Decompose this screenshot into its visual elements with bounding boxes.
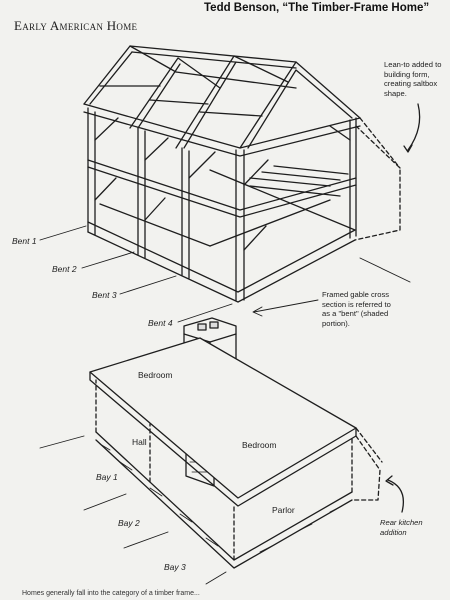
floor-plan — [89, 337, 405, 569]
bent-annotation: Framed gable cross section is referred t… — [322, 290, 391, 328]
diagram-heading: Early American Home — [14, 18, 138, 33]
room-bedroom-upper: Bedroom — [138, 370, 173, 380]
bay-label-2: Bay 2 — [118, 518, 140, 528]
author-credit: Tedd Benson, “The Timber-Frame Home” — [204, 2, 430, 14]
bay-label-3: Bay 3 — [164, 562, 186, 572]
bay-label-1: Bay 1 — [96, 472, 118, 482]
bent-label-3: Bent 3 — [92, 290, 117, 300]
bent-label-4: Bent 4 — [148, 318, 173, 328]
room-hall: Hall — [132, 437, 147, 447]
lean-to-annotation: Lean-to added to building form, creating… — [384, 60, 442, 98]
bent-leaders — [39, 225, 411, 323]
bay-leaders — [39, 435, 227, 585]
room-parlor: Parlor — [272, 505, 295, 515]
bent-label-1: Bent 1 — [12, 236, 37, 246]
footer-text: Homes generally fall into the category o… — [22, 590, 200, 597]
room-bedroom-lower: Bedroom — [242, 440, 277, 450]
rear-kitchen-annotation: Rear kitchen addition — [380, 518, 423, 537]
timber-frame — [83, 45, 421, 303]
bent-label-2: Bent 2 — [52, 264, 77, 274]
